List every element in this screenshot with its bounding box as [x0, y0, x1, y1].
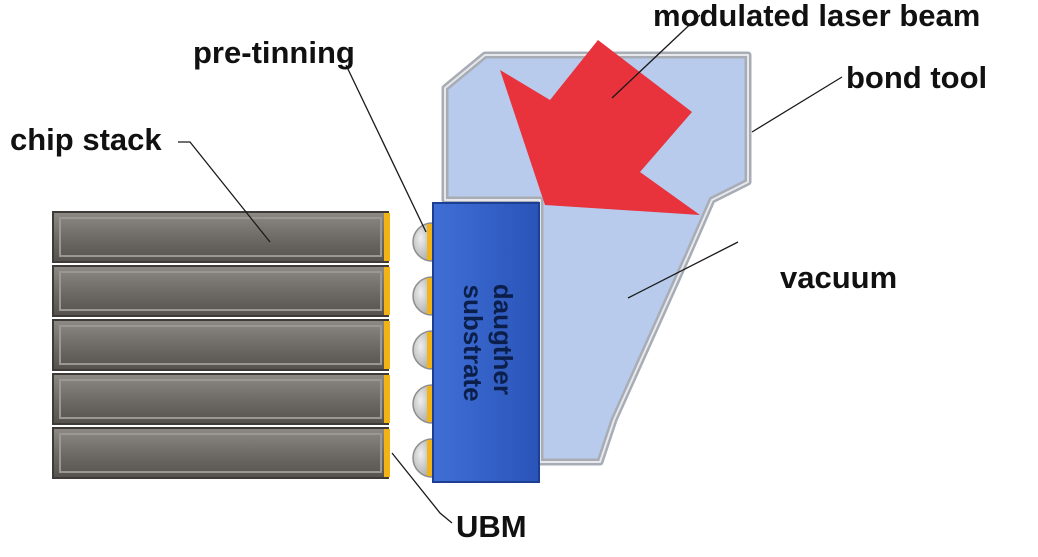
solder-bumps [412, 222, 433, 478]
label-modulated-laser-beam: modulated laser beam [653, 0, 980, 33]
leader-lines [178, 14, 843, 524]
chip [52, 427, 390, 479]
bond-tool-frame-highlight [444, 54, 749, 463]
label-pre-tinning: pre-tinning [193, 35, 355, 70]
laser-beam-arrow [500, 40, 700, 215]
label-bond-tool: bond tool [846, 60, 987, 95]
leader-laser [611, 14, 701, 99]
label-ubm: UBM [456, 509, 527, 544]
solder-bump [412, 276, 433, 316]
chip [52, 319, 390, 371]
solder-bump [412, 438, 433, 478]
solder-bump [412, 330, 433, 370]
daughter-substrate-label: daugther substrate [458, 284, 518, 402]
chip [52, 211, 390, 263]
label-vacuum: vacuum [780, 260, 897, 295]
daughter-substrate: daugther substrate [432, 202, 540, 483]
leader-vacuum [627, 241, 739, 299]
leader-ubm [391, 452, 453, 524]
daughter-substrate-label-line2: substrate [458, 284, 488, 401]
chip-stack [52, 211, 390, 479]
chip [52, 373, 390, 425]
daughter-substrate-label-line1: daugther [488, 284, 518, 395]
solder-bump [412, 384, 433, 424]
bond-tool [441, 51, 752, 466]
leader-pre-tinning [345, 64, 427, 233]
leader-chip-stack [178, 141, 271, 243]
chip [52, 265, 390, 317]
label-chip-stack: chip stack [10, 122, 162, 157]
solder-bump [412, 222, 433, 262]
leader-bond-tool [751, 76, 843, 133]
